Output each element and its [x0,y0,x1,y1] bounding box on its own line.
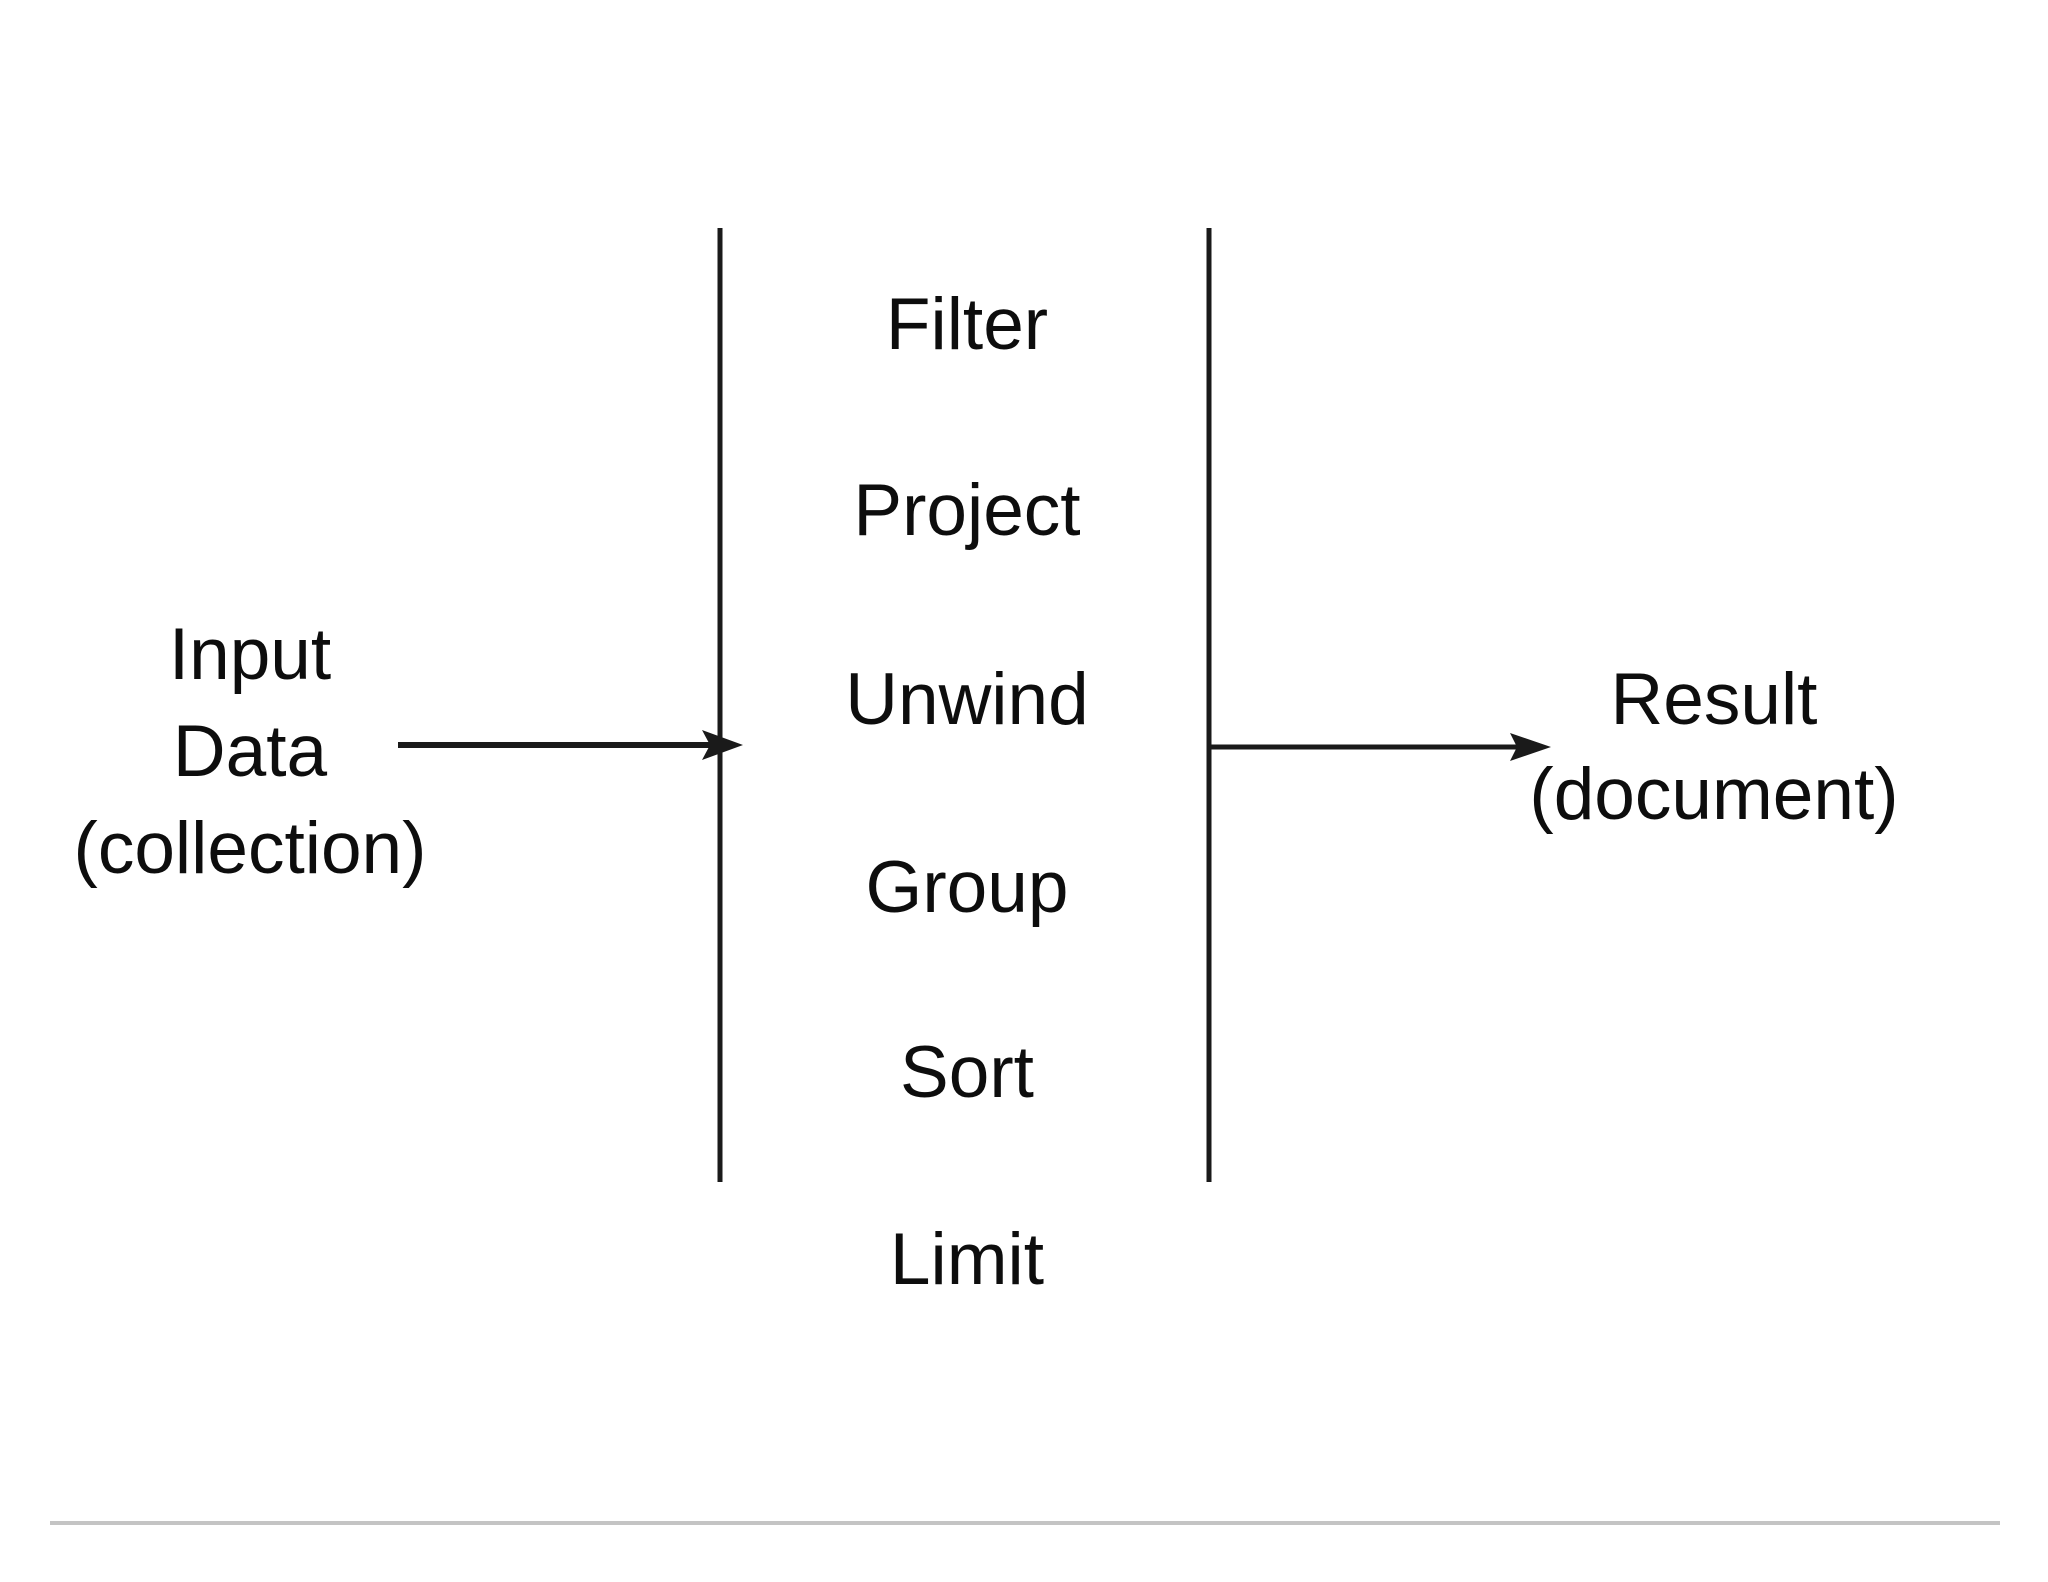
stage-label-filter: Filter [885,284,1049,365]
stage-label-sort: Sort [900,1032,1034,1113]
result-label: Result (document) [1474,652,1954,842]
stage-label-limit: Limit [889,1219,1045,1300]
input-label-line1: Input [168,614,332,695]
input-data-label: Input Data (collection) [30,606,470,897]
result-label-line1: Result [1610,659,1818,740]
input-arrow [398,730,743,760]
output-arrowhead-icon [1510,733,1551,761]
stage-label-project: Project [853,470,1081,551]
input-arrowhead-icon [702,730,743,760]
stage-label-unwind: Unwind [845,659,1089,740]
stage-label-group: Group [865,847,1069,928]
input-label-line3: (collection) [73,808,427,889]
result-label-line2: (document) [1529,754,1899,835]
input-label-line2: Data [172,711,328,792]
output-arrow [1211,733,1551,761]
